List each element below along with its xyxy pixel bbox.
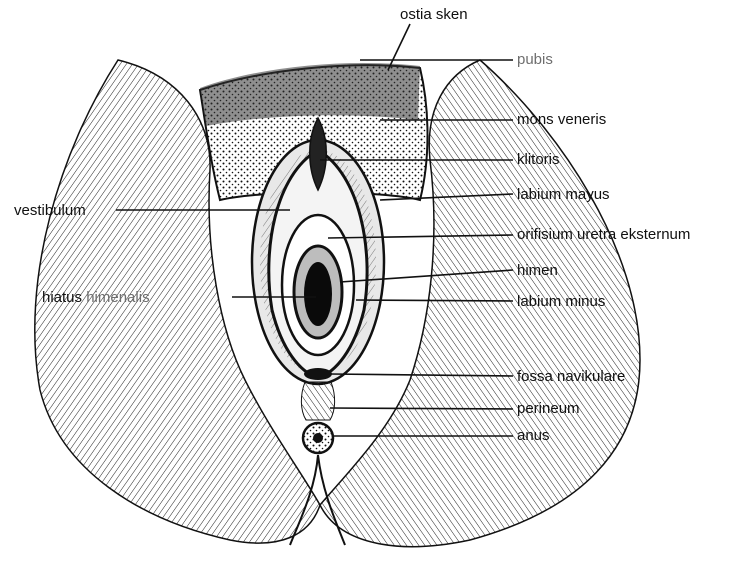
label-mons-veneris: mons veneris [517,111,606,128]
fossa-navikulare-mark [304,368,332,380]
label-himenalis-word: himenalis [86,289,149,306]
label-fossa-navikulare: fossa navikulare [517,368,625,385]
label-anus: anus [517,427,550,444]
label-hiatus-word: hiatus [42,289,82,306]
label-himen: himen [517,262,558,279]
leader-perineum [330,408,513,409]
leader-labium-minus [356,300,513,301]
label-hiatus-himenalis: hiatus himenalis [42,289,150,306]
hiatus-opening [304,262,332,326]
label-perineum: perineum [517,400,580,417]
label-ostia-sken: ostia sken [400,6,468,23]
label-vestibulum: vestibulum [14,202,86,219]
label-labium-minus: labium minus [517,293,605,310]
label-pubis-text: pubis [517,51,553,68]
label-pubis: pubis [517,51,553,68]
label-klitoris: klitoris [517,151,560,168]
anus-center [313,433,323,443]
label-orifisium-uretra-eksternum: orifisium uretra eksternum [517,226,690,243]
label-labium-mayus: labium mayus [517,186,610,203]
leader-ostia-sken [388,24,410,70]
perineum-shape [301,382,334,420]
